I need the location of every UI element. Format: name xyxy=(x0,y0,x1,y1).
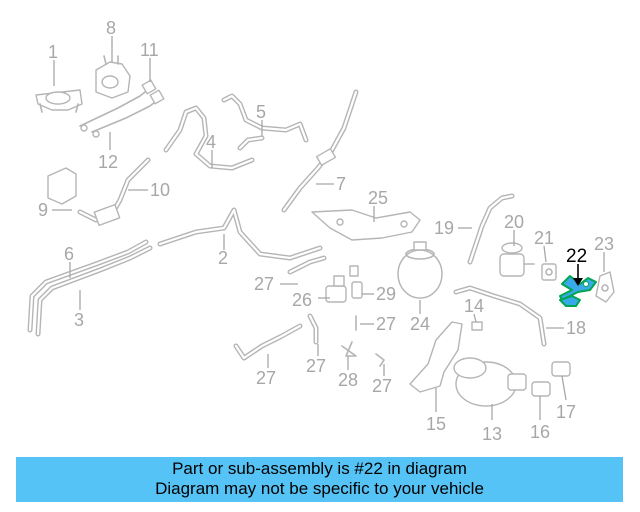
callout-20: 20 xyxy=(504,212,524,232)
callout-27-a: 27 xyxy=(254,274,274,294)
part-26-29-drawing xyxy=(325,265,363,331)
part-21-drawing xyxy=(541,263,557,281)
callout-11: 11 xyxy=(140,40,159,60)
callout-6: 6 xyxy=(64,244,74,264)
leader-lines xyxy=(52,36,605,420)
part-20-drawing xyxy=(499,242,535,277)
callout-9: 9 xyxy=(38,200,48,220)
callout-21: 21 xyxy=(534,228,554,248)
callout-27-d: 27 xyxy=(306,356,326,376)
callout-1: 1 xyxy=(48,42,58,62)
callout-27-b: 27 xyxy=(376,314,396,334)
part-9-10-drawing xyxy=(47,157,151,227)
callout-4: 4 xyxy=(206,132,216,152)
callout-15: 15 xyxy=(426,414,446,434)
callout-8: 8 xyxy=(106,18,116,38)
part-2-3-6-drawing xyxy=(27,207,327,337)
callout-17: 17 xyxy=(556,402,576,422)
info-banner: Part or sub-assembly is #22 in diagram D… xyxy=(16,457,623,502)
parts-diagram: 1 2 3 4 5 6 7 8 9 10 11 12 13 14 15 16 1… xyxy=(27,18,615,444)
callout-12: 12 xyxy=(98,152,118,172)
callout-27-e: 27 xyxy=(372,376,392,396)
callout-28: 28 xyxy=(338,370,358,390)
callout-19: 19 xyxy=(434,218,454,238)
callout-27-c: 27 xyxy=(256,368,276,388)
part-7-drawing xyxy=(281,89,359,213)
part-1-drawing xyxy=(35,89,83,113)
callout-7: 7 xyxy=(336,174,346,194)
callout-24: 24 xyxy=(410,314,430,334)
banner-line-2: Diagram may not be specific to your vehi… xyxy=(155,479,484,498)
banner-line-1: Part or sub-assembly is #22 in diagram xyxy=(172,459,467,478)
part-16-17-drawing xyxy=(531,361,571,397)
part-15-drawing xyxy=(409,321,463,393)
callout-labels: 1 2 3 4 5 6 7 8 9 10 11 12 13 14 15 16 1… xyxy=(38,18,614,444)
part-22-highlighted[interactable] xyxy=(559,275,597,307)
callout-18: 18 xyxy=(566,318,586,338)
callout-14: 14 xyxy=(464,296,484,316)
part-19-drawing xyxy=(467,193,515,265)
part-13-drawing xyxy=(453,357,527,407)
part-14-18-drawing xyxy=(453,285,547,347)
part-23-drawing xyxy=(595,271,615,303)
part-24-drawing xyxy=(397,241,443,299)
callout-23: 23 xyxy=(594,234,614,254)
part-22-arrow xyxy=(573,264,583,286)
callout-16: 16 xyxy=(530,422,550,442)
part-11-12-drawing xyxy=(79,79,165,138)
part-4-5-drawing xyxy=(163,93,309,171)
callout-2: 2 xyxy=(218,248,228,268)
callout-26: 26 xyxy=(292,290,312,310)
callout-25: 25 xyxy=(368,188,388,208)
part-8-drawing xyxy=(95,55,131,99)
callout-5: 5 xyxy=(256,102,266,122)
part-27-28-drawing xyxy=(233,313,385,367)
callout-10: 10 xyxy=(150,180,170,200)
callout-22: 22 xyxy=(566,246,587,267)
callout-3: 3 xyxy=(74,310,84,330)
callout-13: 13 xyxy=(482,424,502,444)
part-25-drawing xyxy=(311,209,421,241)
callout-29: 29 xyxy=(376,284,396,304)
